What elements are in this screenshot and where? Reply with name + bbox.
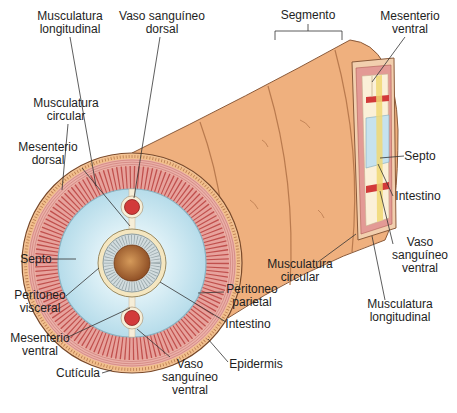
ventral-vessel: [125, 311, 140, 326]
leader-line: [380, 156, 404, 158]
leader-line: [137, 329, 170, 357]
segment-bracket: [275, 24, 342, 40]
part-label: Septo: [400, 150, 440, 163]
part-label: Mesenterio ventral: [3, 332, 77, 358]
part-label: Musculatura longitudinal: [358, 298, 442, 324]
visceral-peritoneum: [98, 229, 166, 297]
longitudinal-muscle: [47, 178, 218, 349]
part-label: Septo: [16, 253, 56, 266]
leader-line: [380, 191, 393, 244]
septum-disc: [58, 189, 206, 337]
coelom: [362, 74, 389, 226]
part-label: Segmento: [268, 9, 348, 22]
part-label: Vaso sanguíneo dorsal: [114, 10, 210, 36]
mesentery: [372, 76, 373, 97]
part-label: Mesenterio dorsal: [11, 141, 85, 167]
leader-line: [66, 268, 99, 296]
part-label: Vaso sanguíneo ventral: [159, 358, 221, 397]
longitudinal-muscle-fibres: [47, 178, 218, 349]
skin-mark: [250, 120, 324, 218]
part-label: Cutícula: [52, 367, 104, 380]
leader-line: [372, 37, 405, 82]
vessel-sheath: [121, 196, 143, 218]
leader-line: [102, 370, 112, 373]
part-label: Musculatura circular: [260, 258, 340, 284]
cut-face: [352, 58, 396, 240]
part-label: Musculatura circular: [26, 97, 106, 123]
part-label: Peritoneo parietal: [221, 283, 283, 309]
dorsal-vessel: [125, 200, 140, 215]
leader-line: [52, 259, 76, 260]
intestine-wall: [103, 234, 161, 292]
leader-line: [160, 282, 226, 322]
part-label: Peritoneo visceral: [7, 289, 73, 315]
part-label: Intestino: [220, 318, 276, 331]
leader-line: [208, 339, 228, 362]
intestine-wall-texture: [109, 240, 156, 287]
part-label: Intestino: [390, 190, 446, 203]
segment-groove: [268, 86, 291, 285]
part-label: Epidermis: [226, 358, 286, 371]
intestine-lumen: [114, 245, 150, 281]
muscle-layer: [356, 65, 392, 234]
leader-line: [198, 292, 224, 293]
leader-line: [134, 37, 160, 198]
part-label: Musculatura longitudinal: [30, 10, 110, 36]
leader-line: [82, 168, 130, 226]
leader-line: [372, 236, 385, 300]
leader-line: [66, 308, 130, 338]
segment-groove: [335, 50, 355, 252]
part-label: Mesenterio ventral: [370, 10, 450, 36]
part-label: Vaso sanguíneo ventral: [389, 236, 451, 275]
